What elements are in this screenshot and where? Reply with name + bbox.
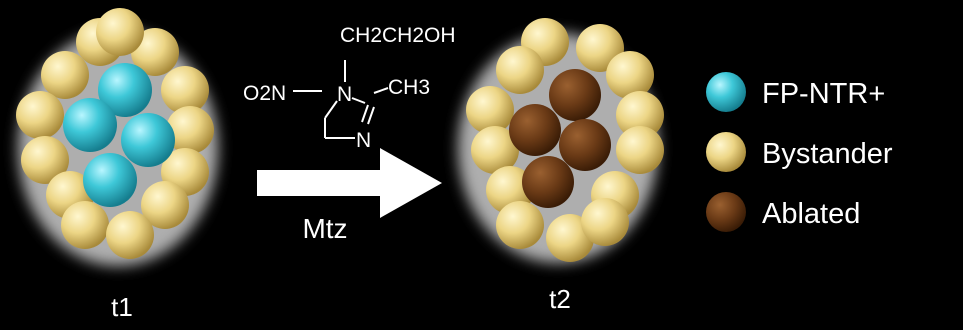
bystander-cell <box>606 51 654 99</box>
ring-bonds <box>293 60 389 139</box>
legend-label: Ablated <box>762 198 860 230</box>
legend-swatch <box>706 192 746 232</box>
legend-swatch <box>706 72 746 112</box>
bystander-cell <box>496 46 544 94</box>
legend-label: FP-NTR+ <box>762 78 885 110</box>
bystander-cell <box>21 136 69 184</box>
bystander-cell <box>616 91 664 139</box>
treatment-arrow <box>257 148 442 218</box>
t2-label: t2 <box>549 284 571 314</box>
side-chain-label: CH2CH2OH <box>340 24 456 47</box>
bystander-cell <box>166 106 214 154</box>
bystander-cell <box>16 91 64 139</box>
drug-label: Mtz <box>302 213 347 244</box>
ring-n3-text: N <box>356 129 371 152</box>
bystander-cell <box>141 181 189 229</box>
legend-swatch <box>706 132 746 172</box>
bystander-cell <box>616 126 664 174</box>
ablated-cell <box>509 104 561 156</box>
bystander-cell <box>131 28 179 76</box>
ablated-cell <box>522 156 574 208</box>
bystander-cell <box>466 86 514 134</box>
fp-ntr-cell <box>63 98 117 152</box>
fp-ntr-cell <box>98 63 152 117</box>
side-chain-text: CH2CH2OH <box>340 24 456 47</box>
bystander-cell <box>471 126 519 174</box>
arrow-shaft <box>257 170 382 196</box>
cluster-t1 <box>16 8 218 266</box>
nitro-text: O2N <box>243 82 286 105</box>
bystander-cell <box>161 66 209 114</box>
t1-label: t1 <box>111 292 133 322</box>
fp-ntr-cell <box>83 153 137 207</box>
arrow-head <box>380 148 442 218</box>
fp-ntr-cell <box>121 113 175 167</box>
bystander-cell <box>41 51 89 99</box>
bystander-cell <box>96 8 144 56</box>
ring-n1-text: N <box>337 83 352 106</box>
cluster-t2 <box>458 18 664 263</box>
legend-label: Bystander <box>762 138 893 170</box>
bystander-cell <box>106 211 154 259</box>
bystander-cell <box>61 201 109 249</box>
methyl-text: CH3 <box>388 76 430 99</box>
bystander-cell <box>581 198 629 246</box>
chemical-structure: CH2CH2OH O2N N CH3 N <box>243 24 456 152</box>
ablated-cell <box>559 119 611 171</box>
bystander-cell <box>496 201 544 249</box>
ablated-cell <box>549 69 601 121</box>
